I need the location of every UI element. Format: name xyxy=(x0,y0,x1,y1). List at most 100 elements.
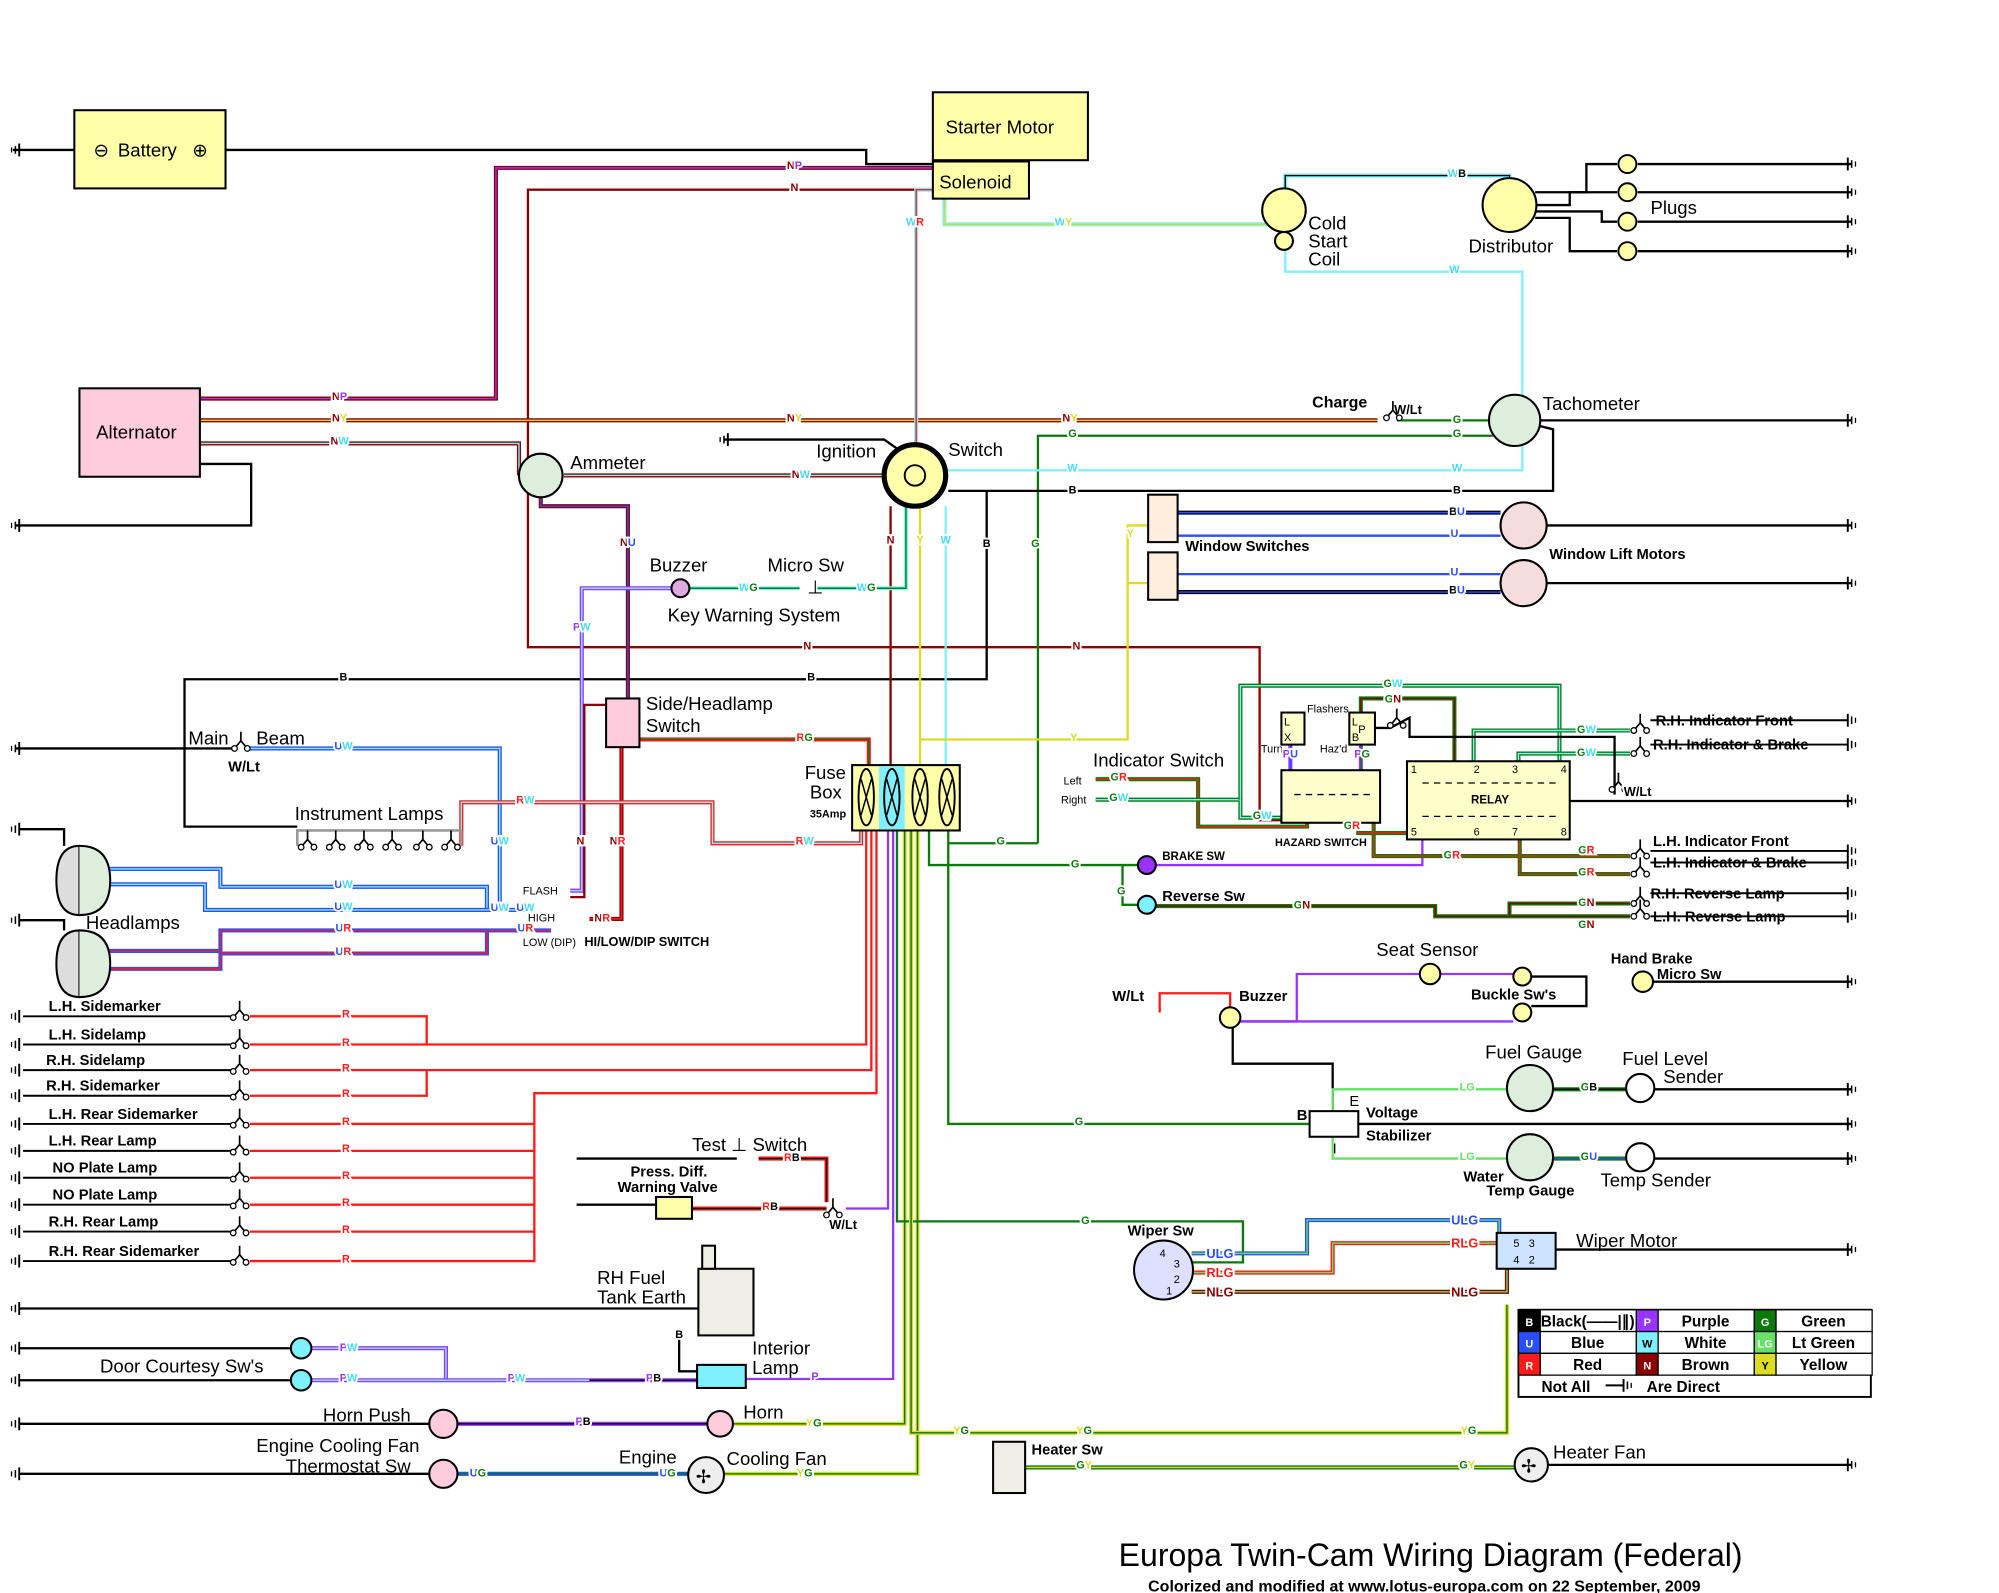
wire-label-part: W xyxy=(524,795,535,807)
relay-pin-6: 6 xyxy=(1474,827,1480,839)
wire-label-part: N xyxy=(791,182,799,194)
hand-brake-label-2: Micro Sw xyxy=(1657,967,1722,983)
wire-main-B xyxy=(19,828,66,846)
wire-WY xyxy=(942,198,1269,227)
wire-label-part: N xyxy=(332,391,340,403)
wire-label-part: W xyxy=(347,1373,358,1385)
wire-tracer-YG xyxy=(910,830,1508,1434)
ground-icon xyxy=(10,1198,21,1212)
headlamps-label: Headlamps xyxy=(86,912,180,933)
wire-G xyxy=(1036,434,1493,844)
wire-label: W/Lt xyxy=(829,1217,857,1232)
lamp-icon xyxy=(229,1080,250,1101)
wire-main-G xyxy=(1121,865,1138,906)
lamp-terminal xyxy=(243,744,251,752)
wire-W xyxy=(945,249,1524,472)
key-warning-label: Key Warning System xyxy=(668,605,841,626)
ground-icon xyxy=(1846,794,1857,808)
fuse-element xyxy=(941,778,953,816)
wire-label-part: W xyxy=(342,901,353,913)
lamp-terminal xyxy=(1386,721,1394,729)
wire-label-part: G xyxy=(1111,771,1119,783)
ground-icon xyxy=(10,1089,21,1103)
rh-fuel-label-2: Tank Earth xyxy=(597,1286,686,1307)
heater-fan-icon xyxy=(1513,1447,1549,1483)
wire-label-part: R xyxy=(797,732,805,744)
relay-pin-5: 5 xyxy=(1411,827,1417,839)
ground-icon xyxy=(10,1144,21,1158)
wire-main-G xyxy=(947,830,1038,845)
wire-label-part: W xyxy=(804,836,815,848)
wire-label-part: R xyxy=(342,1143,350,1155)
lamp-terminal xyxy=(242,1121,250,1129)
wire-label-part: G xyxy=(1578,897,1586,909)
wire-G xyxy=(947,843,1310,1126)
lamp-terminal xyxy=(229,1229,237,1237)
hazard-switch-box xyxy=(1280,769,1382,824)
legend-cell xyxy=(1775,1352,1873,1376)
wire-tracer-WG xyxy=(817,506,907,589)
lamp-terminal xyxy=(1383,414,1390,422)
ground-icon xyxy=(1846,244,1857,258)
solenoid-label: Solenoid xyxy=(939,171,1011,192)
brake-sw-icon xyxy=(1136,855,1157,876)
wire-NU xyxy=(538,497,630,699)
legend-code: P xyxy=(1644,1317,1651,1329)
indicator-left-label: Left xyxy=(1064,775,1082,787)
wire-main-UW xyxy=(105,866,489,910)
wire-label-part: N xyxy=(332,413,340,425)
wire-label: UG xyxy=(470,1467,486,1479)
wire-label: W xyxy=(1452,463,1463,475)
wire-tracer-NR xyxy=(589,747,623,920)
wire-label: YG xyxy=(806,1417,822,1429)
wire-label: W/Lt xyxy=(1624,784,1652,799)
legend-name: Blue xyxy=(1571,1335,1605,1352)
lamp-terminal xyxy=(242,1258,250,1266)
lamp-terminal xyxy=(242,1042,250,1050)
wire-label-part: N xyxy=(577,836,585,848)
wire-label-part: N xyxy=(792,469,800,481)
spark-plug-icon xyxy=(1617,211,1638,232)
tachometer-icon xyxy=(1487,393,1542,448)
wire-tracer-GW xyxy=(1472,729,1630,762)
wire-label: R xyxy=(342,1116,350,1128)
cold-label: Cold xyxy=(1308,212,1346,233)
lamp-icon xyxy=(1630,713,1651,734)
start-label: Start xyxy=(1308,230,1348,251)
wire-label: B xyxy=(1069,484,1077,496)
lamp-terminal xyxy=(242,1067,250,1075)
wire-label-part: W xyxy=(580,622,591,634)
wire-label: UW xyxy=(334,741,353,753)
wire-tracer-GR xyxy=(1357,822,1423,834)
wire-RW xyxy=(459,800,864,846)
hand-brake-label: Hand Brake xyxy=(1611,952,1693,968)
wire-main-GW xyxy=(1471,728,1630,762)
distributor-icon xyxy=(1481,177,1538,233)
lamp-icon xyxy=(229,1135,250,1156)
lamp-terminal xyxy=(229,1175,237,1183)
lamp-icon xyxy=(229,1245,250,1266)
wire-label-part: R xyxy=(1587,845,1595,857)
wire-label-part: N xyxy=(1587,919,1595,931)
wire-main-B xyxy=(1535,216,1618,253)
wire-tracer-GN xyxy=(1155,905,1630,918)
lamp-terminal xyxy=(1630,870,1638,878)
wire-WB xyxy=(1283,173,1512,189)
wire-tracer-YG xyxy=(723,830,919,1475)
wire-label-part: W xyxy=(524,902,535,914)
wire-label-part: Y xyxy=(1065,217,1073,229)
lamp-terminal xyxy=(835,1211,843,1219)
lamp-icon xyxy=(229,1162,250,1183)
wire-B xyxy=(1535,191,1618,207)
wire-label-rlg-motor: RLG xyxy=(1451,1236,1478,1251)
wire-N xyxy=(526,188,1288,822)
spark-plug-icon xyxy=(1617,241,1638,262)
stab-pin-b: B xyxy=(1297,1108,1308,1124)
wire-label: GW xyxy=(1384,678,1403,690)
press-diff-label-2: Warning Valve xyxy=(618,1180,718,1196)
wire-label-part: G xyxy=(1362,748,1370,760)
lamp-icon xyxy=(823,1198,843,1219)
lamp-terminal xyxy=(1630,852,1638,860)
ground-icon xyxy=(10,1254,21,1268)
